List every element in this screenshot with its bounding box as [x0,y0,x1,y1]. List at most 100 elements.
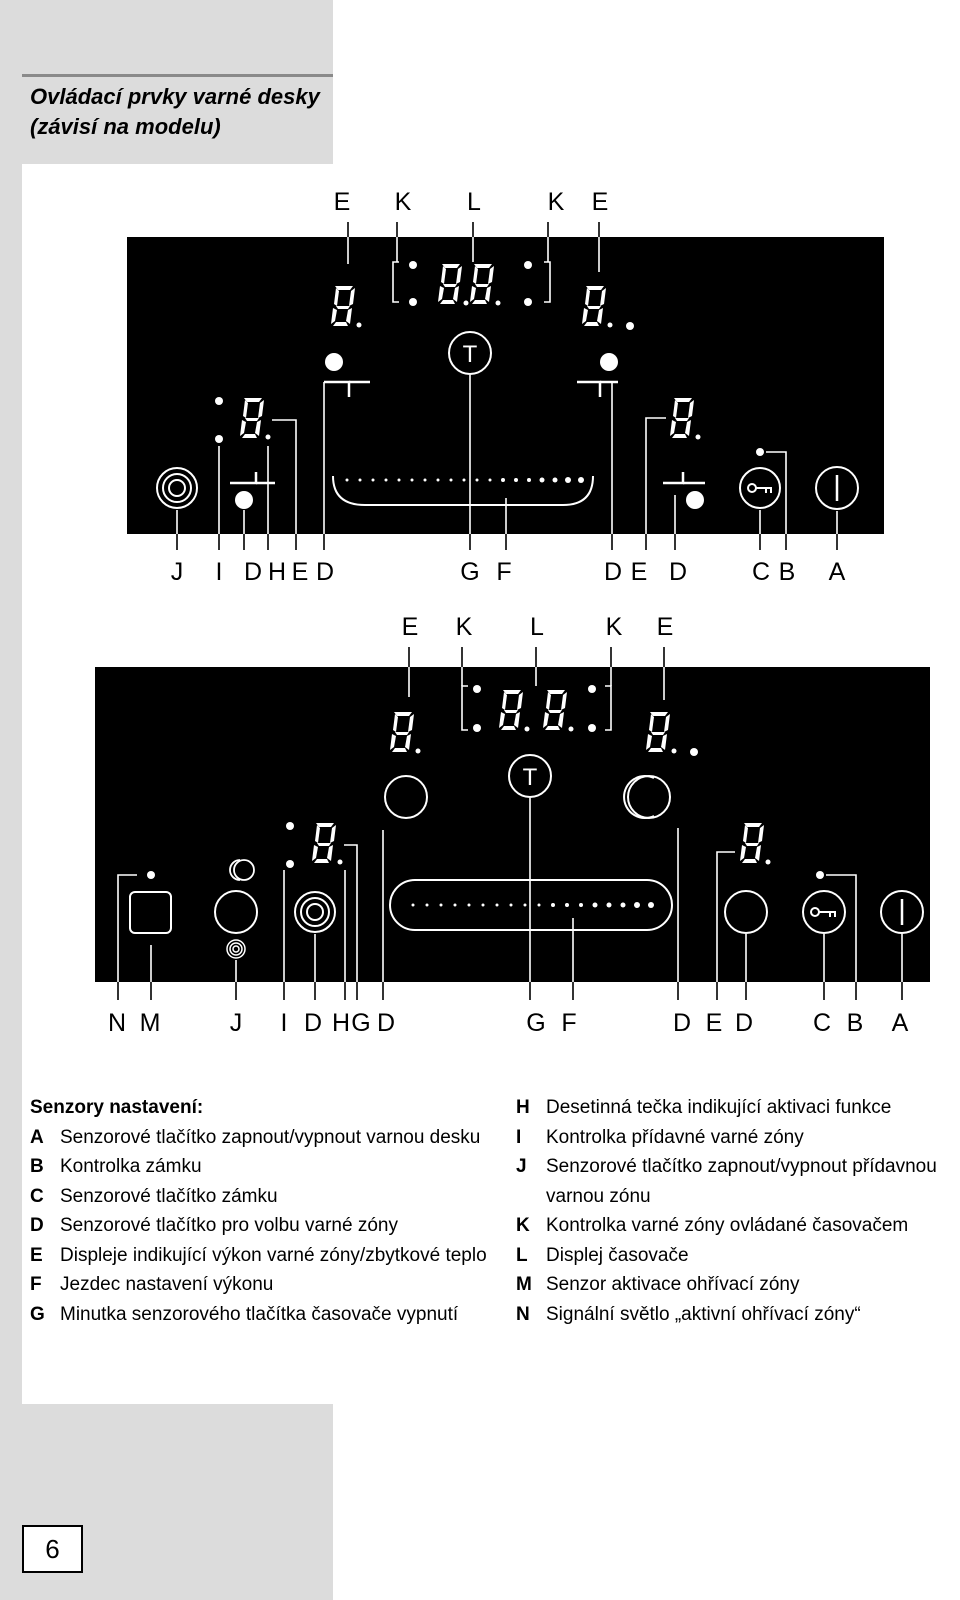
legend-text: Senzorové tlačítko pro volbu varné zóny [60,1215,398,1236]
control-panel-diagrams: E K L K E [95,188,930,1037]
legend-heading: Senzory nastavení: [30,1097,204,1118]
label-E: E [631,558,648,586]
label-L: L [467,188,481,216]
legend-key: L [516,1244,528,1266]
label-K: K [395,188,412,216]
label-D: D [673,1009,691,1037]
legend-text: Displeje indikující výkon varné zóny/zby… [60,1244,487,1266]
lock-button[interactable] [802,890,846,934]
label-G: G [460,558,479,586]
power-button[interactable] [880,890,924,934]
zone-selector-button[interactable] [384,775,428,819]
label-G: G [526,1009,545,1037]
legend-key: G [30,1303,45,1325]
legend-item: L Displej časovače [516,1241,960,1271]
timer-button[interactable] [508,754,552,798]
label-E: E [292,558,309,586]
legend-key: F [30,1274,42,1295]
label-D: D [604,558,622,586]
zone-selector-icon[interactable] [230,472,275,509]
label-E: E [592,188,609,216]
section-title: Ovládací prvky varné desky (závisí na mo… [30,84,320,139]
legend-item: M Senzor aktivace ohřívací zóny [516,1270,960,1300]
label-E: E [334,188,351,216]
legend-key: J [516,1156,527,1177]
legend-item: N Signální světlo „aktivní ohřívací zóny“ [516,1300,960,1330]
legend-text: Senzorové tlačítko zámku [60,1185,278,1207]
timer-button-label: T [523,764,538,791]
label-I: I [216,558,223,586]
legend-item: C Senzorové tlačítko zámku [30,1182,500,1212]
panel-2 [95,667,930,982]
legend-key: K [516,1215,530,1236]
legend-item: D Senzorové tlačítko pro volbu varné zóny [30,1211,500,1241]
label-H: H [332,1009,350,1037]
extra-zone-button[interactable] [294,891,336,933]
label-K: K [456,613,473,641]
legend-item: A Senzorové tlačítko zapnout/vypnout varn… [30,1123,500,1153]
legend-text: Senzorové tlačítko zapnout/vypnout přída… [546,1156,937,1207]
legend-text: Displej časovače [546,1244,689,1266]
label-E: E [402,613,419,641]
legend-key: E [30,1244,43,1266]
timer-button[interactable] [448,331,492,375]
lock-button[interactable] [739,467,781,509]
power-button[interactable] [815,466,859,510]
label-B: B [779,558,796,586]
legend-item: G Minutka senzorového tlačítka časovače v… [30,1300,500,1330]
label-D: D [304,1009,322,1037]
legend-text: Senzor aktivace ohřívací zóny [546,1274,800,1295]
legend-text: Senzorové tlačítko zapnout/vypnout varno… [60,1126,481,1148]
legend-key: H [516,1097,530,1118]
triple-ring-icon [226,939,246,959]
label-N: N [108,1009,126,1037]
label-I: I [281,1009,288,1037]
legend-item: J Senzorové tlačítko zapnout/vypnout příd… [516,1152,960,1211]
legend-key: C [30,1185,44,1207]
label-K: K [606,613,623,641]
power-slider[interactable] [389,879,673,931]
legend-key: D [30,1215,44,1236]
zone-selector-button[interactable] [724,890,768,934]
zone-selector-icon[interactable] [663,472,705,509]
label-D: D [735,1009,753,1037]
label-A: A [892,1009,909,1037]
legend-text: Jezdec nastavení výkonu [60,1274,274,1295]
legend-item: E Displeje indikující výkon varné zóny/zb… [30,1241,500,1271]
dual-zone-icon [229,859,255,881]
label-D: D [316,558,334,586]
warming-zone-button[interactable] [129,891,172,934]
power-slider[interactable] [332,475,594,506]
legend-item: F Jezdec nastavení výkonu [30,1270,500,1300]
label-L: L [530,613,544,641]
label-F: F [496,558,511,586]
zone-selector-icon[interactable] [577,353,618,397]
dual-zone-selector-button[interactable] [623,775,671,819]
extra-zone-button[interactable] [156,467,198,509]
zone-selector-button[interactable] [214,890,258,934]
label-C: C [813,1009,831,1037]
legend-key: A [30,1126,44,1148]
legend-text: Kontrolka přídavné varné zóny [546,1126,804,1148]
label-J: J [171,558,184,586]
legend-key: M [516,1274,532,1295]
zone-selector-icon[interactable] [324,353,370,397]
label-D: D [244,558,262,586]
legend-text: Signální světlo „aktivní ohřívací zóny“ [546,1303,861,1325]
label-G: G [351,1009,370,1037]
legend-left: Senzory nastavení: A Senzorové tlačítko z… [30,1093,500,1329]
label-F: F [561,1009,576,1037]
label-A: A [829,558,846,586]
panel-1 [127,237,884,534]
label-H: H [268,558,286,586]
legend-key: B [30,1156,44,1177]
legend-key: N [516,1303,530,1325]
legend-text: Minutka senzorového tlačítka časovače vy… [60,1303,459,1325]
timer-button-label: T [463,341,478,368]
label-D: D [377,1009,395,1037]
header-rule [22,74,333,77]
label-B: B [847,1009,864,1037]
